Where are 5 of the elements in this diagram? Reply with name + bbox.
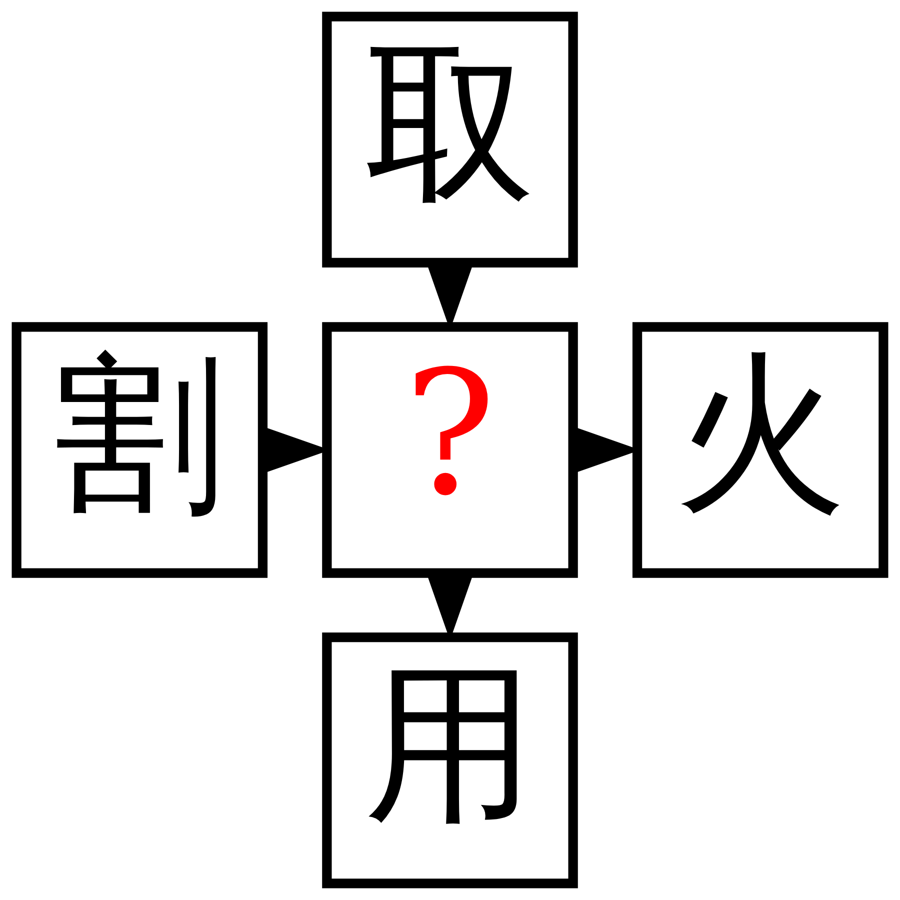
node-box: ?	[322, 322, 578, 578]
node-box: 取	[322, 12, 578, 268]
node-box: 火	[632, 322, 888, 578]
node-box: 割	[12, 322, 268, 578]
node-box: 用	[322, 632, 578, 888]
